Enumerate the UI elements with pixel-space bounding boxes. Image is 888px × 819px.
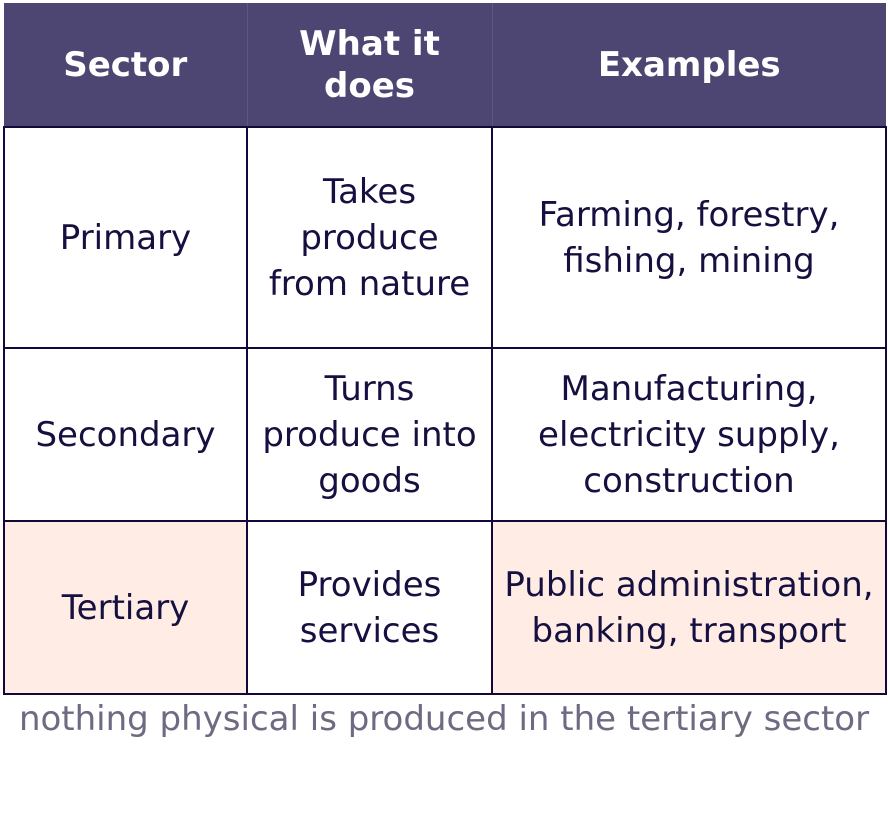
cell-examples: Manufacturing, electricity supply, const… [491, 347, 887, 522]
cell-sector-highlighted: Tertiary [3, 520, 248, 695]
header-examples: Examples [492, 3, 886, 127]
sectors-table: Sector What it does Examples Primary Tak… [3, 3, 887, 695]
table-row: Secondary Turns produce into goods Manuf… [3, 347, 887, 522]
header-sector: Sector [4, 3, 248, 127]
cell-examples-highlighted: Public administration, banking, transpor… [491, 520, 887, 695]
header-what-it-does: What it does [247, 3, 493, 127]
cell-what-it-does: Turns produce into goods [246, 347, 493, 522]
cell-sector: Secondary [3, 347, 248, 522]
table-row: Primary Takes produce from nature Farmin… [3, 126, 887, 349]
cell-what-it-does: Provides services [246, 520, 493, 695]
cell-what-it-does: Takes produce from nature [246, 126, 493, 349]
footnote: nothing physical is produced in the tert… [18, 699, 870, 739]
cell-examples: Farming, forestry, fishing, mining [491, 126, 887, 349]
cell-sector: Primary [3, 126, 248, 349]
table-row: Tertiary Provides services Public admini… [3, 520, 887, 695]
header-row: Sector What it does Examples [4, 3, 886, 127]
